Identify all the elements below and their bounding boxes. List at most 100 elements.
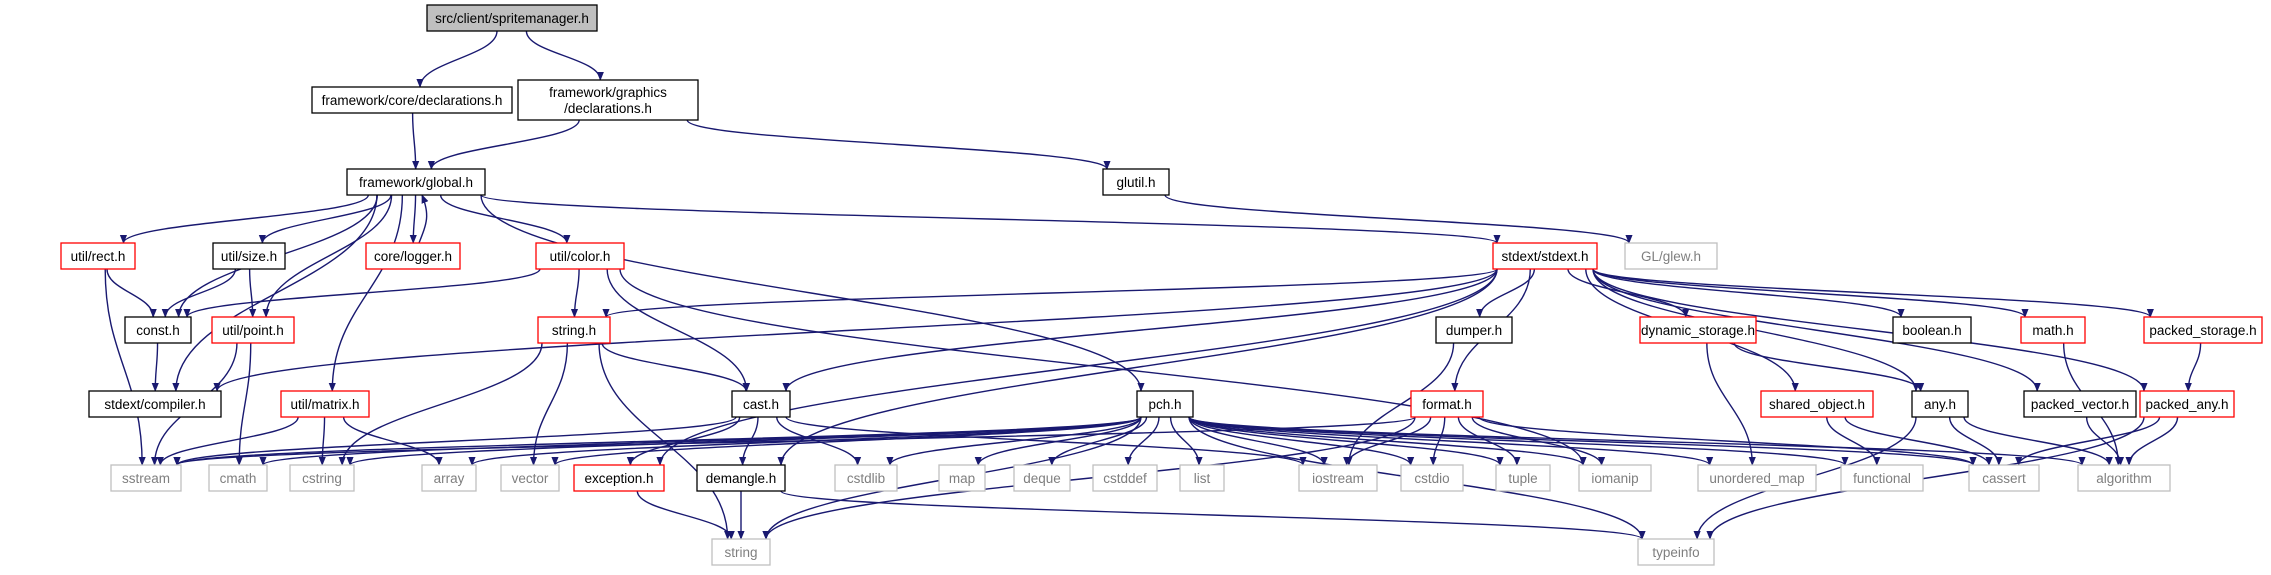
- node-label: util/point.h: [222, 323, 284, 338]
- node-label: GL/glew.h: [1641, 249, 1701, 264]
- node-gfx-decl[interactable]: framework/graphics/declarations.h: [517, 79, 699, 121]
- edge-core_decl-to-global: [411, 112, 420, 170]
- edge-rect-to-sstream: [104, 268, 146, 466]
- node-pch[interactable]: pch.h: [1136, 390, 1194, 418]
- node-core-decl[interactable]: framework/core/declarations.h: [311, 86, 513, 114]
- edge-global-to-logger: [409, 194, 417, 244]
- node-global[interactable]: framework/global.h: [346, 168, 486, 196]
- node-label: demangle.h: [706, 471, 777, 486]
- node-cassert: cassert: [1968, 464, 2040, 492]
- node-box: [1495, 464, 1551, 492]
- node-size[interactable]: util/size.h: [212, 242, 286, 270]
- node-sstream: sstream: [110, 464, 182, 492]
- node-glutil[interactable]: glutil.h: [1102, 168, 1170, 196]
- edge-cast-to-sstream: [173, 416, 737, 466]
- node-const[interactable]: const.h: [124, 316, 192, 344]
- node-label: cstdio: [1414, 471, 1449, 486]
- node-packedvector[interactable]: packed_vector.h: [2023, 390, 2137, 418]
- node-math[interactable]: math.h: [2020, 316, 2086, 344]
- node-label: iostream: [1312, 471, 1364, 486]
- node-label: string.h: [552, 323, 596, 338]
- node-box: [2077, 464, 2171, 492]
- node-label: string: [724, 545, 757, 560]
- node-box: [1892, 316, 1972, 344]
- node-exception[interactable]: exception.h: [573, 464, 665, 492]
- node-label: sstream: [122, 471, 170, 486]
- edge-packedany-to-cassert: [2015, 416, 2161, 466]
- edge-stringh-to-cast: [601, 342, 750, 392]
- node-stdext[interactable]: stdext/stdext.h: [1492, 242, 1598, 270]
- node-label: src/client/spritemanager.h: [435, 11, 589, 26]
- node-sharedobj[interactable]: shared_object.h: [1760, 390, 1874, 418]
- node-logger[interactable]: core/logger.h: [365, 242, 461, 270]
- node-any[interactable]: any.h: [1911, 390, 1969, 418]
- node-box: [1578, 464, 1652, 492]
- node-root[interactable]: src/client/spritemanager.h: [426, 4, 598, 32]
- node-box: [938, 464, 986, 492]
- node-label: const.h: [136, 323, 180, 338]
- node-box: [346, 168, 486, 196]
- node-deque: deque: [1013, 464, 1071, 492]
- node-label: iomanip: [1591, 471, 1638, 486]
- edge-root-to-gfx_decl: [525, 30, 604, 81]
- node-packedstorage[interactable]: packed_storage.h: [2143, 316, 2263, 344]
- node-unordered-map: unordered_map: [1697, 464, 1817, 492]
- node-label: stdext/stdext.h: [1501, 249, 1588, 264]
- node-box: [1136, 390, 1194, 418]
- edge-matrix-to-array: [342, 416, 443, 466]
- node-cstring: cstring: [289, 464, 355, 492]
- node-typeinfo: typeinfo: [1637, 538, 1715, 566]
- node-matrix[interactable]: util/matrix.h: [280, 390, 370, 418]
- edge-global-to-rect: [119, 194, 369, 244]
- node-label: boolean.h: [1902, 323, 1961, 338]
- node-box: [365, 242, 461, 270]
- edge-global-to-color: [439, 194, 571, 244]
- node-format[interactable]: format.h: [1410, 390, 1484, 418]
- edge-stdext-to-packedany: [1592, 268, 2148, 392]
- node-label: /declarations.h: [564, 101, 652, 116]
- node-box: [834, 464, 898, 492]
- node-color[interactable]: util/color.h: [535, 242, 625, 270]
- edge-packedstorage-to-packedany: [2184, 342, 2202, 392]
- node-boolean[interactable]: boolean.h: [1892, 316, 1972, 344]
- node-packedany[interactable]: packed_any.h: [2139, 390, 2235, 418]
- node-dumper[interactable]: dumper.h: [1435, 316, 1513, 344]
- edge-format-to-cassert: [1478, 416, 1977, 466]
- node-box: [500, 464, 560, 492]
- node-demangle[interactable]: demangle.h: [696, 464, 786, 492]
- edge-packedany-to-typeinfo: [1706, 416, 2145, 540]
- edge-pch-to-cstring: [346, 416, 1142, 466]
- edge-stdext-to-dumper: [1476, 268, 1536, 318]
- edge-size-to-const: [161, 268, 237, 318]
- node-box: [211, 316, 295, 344]
- edge-logger-to-global: [418, 194, 429, 244]
- node-rect[interactable]: util/rect.h: [60, 242, 136, 270]
- node-dynstorage[interactable]: dynamic_storage.h: [1639, 316, 1757, 344]
- node-algorithm: algorithm: [2077, 464, 2171, 492]
- node-point[interactable]: util/point.h: [211, 316, 295, 344]
- edge-pch-to-sstream: [173, 416, 1142, 466]
- node-list: list: [1179, 464, 1225, 492]
- node-box: [1911, 390, 1969, 418]
- edge-pch-to-iomanip: [1188, 416, 1587, 466]
- node-box: [1637, 538, 1715, 566]
- edge-stdext-to-cast: [782, 268, 1498, 392]
- edge-any-to-algorithm: [1963, 416, 2113, 466]
- node-cstdio: cstdio: [1400, 464, 1464, 492]
- node-box: [731, 390, 791, 418]
- node-box: [1013, 464, 1071, 492]
- node-cast[interactable]: cast.h: [731, 390, 791, 418]
- node-label: math.h: [2032, 323, 2073, 338]
- node-label: shared_object.h: [1769, 397, 1865, 412]
- node-compiler[interactable]: stdext/compiler.h: [88, 390, 222, 418]
- edge-global-to-size: [258, 194, 392, 244]
- node-box: [2139, 390, 2235, 418]
- node-label: map: [949, 471, 975, 486]
- node-label: any.h: [1924, 397, 1956, 412]
- node-stringh[interactable]: string.h: [537, 316, 611, 344]
- edge-sharedobj-to-cassert: [1844, 416, 1993, 466]
- node-box: [1435, 316, 1513, 344]
- edge-format-to-cstdio: [1429, 416, 1446, 466]
- edge-global-to-compiler: [172, 194, 378, 392]
